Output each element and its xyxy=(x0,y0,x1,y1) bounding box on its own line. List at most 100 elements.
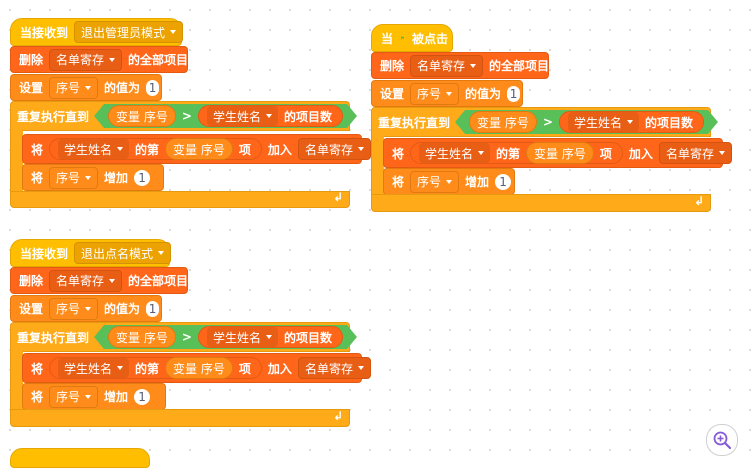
hat-label: 当接收到 xyxy=(20,245,68,262)
change-label: 增加 xyxy=(465,173,489,190)
chevron-down-icon xyxy=(85,307,91,311)
variable-reporter[interactable]: 变量 序号 xyxy=(526,142,594,164)
message-dropdown[interactable]: 退出管理员模式 xyxy=(74,21,183,43)
target-list-dropdown[interactable]: 名单寄存 xyxy=(298,138,371,160)
repeat-until-block[interactable]: 重复执行直到 变量 序号 > 学生姓名 的项目数 xyxy=(371,107,711,137)
set-label: 设置 xyxy=(19,79,43,96)
list-length-reporter[interactable]: 学生姓名 的项目数 xyxy=(559,111,704,133)
item-of-label: 的第 xyxy=(135,141,159,158)
list-dropdown[interactable]: 学生姓名 xyxy=(58,139,129,159)
change-label: 增加 xyxy=(104,388,128,405)
delete-all-block[interactable]: 删除 名单寄存 的全部项目 xyxy=(371,52,549,79)
item-of-label: 的第 xyxy=(135,360,159,377)
list-length-suffix: 的项目数 xyxy=(284,108,332,125)
chevron-down-icon xyxy=(478,151,484,155)
change-label: 增加 xyxy=(104,169,128,186)
variable-dropdown[interactable]: 序号 xyxy=(410,171,459,193)
list-dropdown[interactable]: 学生姓名 xyxy=(419,143,490,163)
add-prefix: 将 xyxy=(392,145,404,162)
repeat-label: 重复执行直到 xyxy=(17,329,89,346)
repeat-label: 重复执行直到 xyxy=(378,114,450,131)
list-length-reporter[interactable]: 学生姓名 的项目数 xyxy=(198,326,343,348)
greater-than-condition[interactable]: 变量 序号 > 学生姓名 的项目数 xyxy=(455,110,718,134)
delete-suffix: 的全部项目 xyxy=(128,272,188,289)
repeat-until-block[interactable]: 重复执行直到 变量 序号 > 学生姓名 的项目数 xyxy=(10,322,350,352)
when-flag-clicked-hat-block[interactable]: 当 被点击 xyxy=(371,24,453,52)
add-prefix: 将 xyxy=(31,360,43,377)
operator-symbol: > xyxy=(182,330,192,344)
chevron-down-icon xyxy=(158,251,164,255)
item-label: 项 xyxy=(600,145,612,162)
variable-reporter[interactable]: 变量 序号 xyxy=(165,138,233,160)
repeat-until-block[interactable]: 重复执行直到 变量 序号 > 学生姓名 的项目数 xyxy=(10,101,350,131)
set-variable-block[interactable]: 设置 序号 的值为 1 xyxy=(10,295,162,322)
variable-reporter[interactable]: 变量 序号 xyxy=(108,105,176,127)
zoom-in-icon xyxy=(712,430,732,450)
delete-label: 删除 xyxy=(19,272,43,289)
variable-dropdown[interactable]: 序号 xyxy=(49,77,98,99)
chevron-down-icon xyxy=(266,335,272,339)
target-list-dropdown[interactable]: 名单寄存 xyxy=(298,357,371,379)
add-item-block[interactable]: 将 学生姓名 的第 变量 序号 项 加入 名单寄存 xyxy=(22,353,362,383)
list-dropdown[interactable]: 名单寄存 xyxy=(49,49,122,71)
set-variable-block[interactable]: 设置 序号 的值为 1 xyxy=(371,80,523,107)
when-receive-hat-block[interactable]: 当接收到 退出点名模式 xyxy=(10,239,170,267)
hat-label: 当接收到 xyxy=(20,24,68,41)
partial-hat-block[interactable] xyxy=(10,448,150,468)
change-variable-block[interactable]: 将 序号 增加 1 xyxy=(22,164,164,191)
change-variable-block[interactable]: 将 序号 增加 1 xyxy=(22,383,166,410)
list-length-reporter[interactable]: 学生姓名 的项目数 xyxy=(198,105,343,127)
item-of-list-reporter[interactable]: 学生姓名 的第 变量 序号 项 xyxy=(49,138,262,160)
chevron-down-icon xyxy=(446,180,452,184)
change-variable-block[interactable]: 将 序号 增加 1 xyxy=(383,168,515,195)
item-of-list-reporter[interactable]: 学生姓名 的第 变量 序号 项 xyxy=(410,142,623,164)
target-list-dropdown[interactable]: 名单寄存 xyxy=(659,142,732,164)
list-dropdown[interactable]: 学生姓名 xyxy=(568,112,639,132)
set-label: 设置 xyxy=(380,85,404,102)
variable-reporter[interactable]: 变量 序号 xyxy=(108,326,176,348)
add-join: 加入 xyxy=(268,360,292,377)
greater-than-condition[interactable]: 变量 序号 > 学生姓名 的项目数 xyxy=(94,325,357,349)
variable-dropdown[interactable]: 序号 xyxy=(49,298,98,320)
when-receive-hat-block[interactable]: 当接收到 退出管理员模式 xyxy=(10,18,182,46)
value-input[interactable]: 1 xyxy=(134,389,150,405)
add-item-block[interactable]: 将 学生姓名 的第 变量 序号 项 加入 名单寄存 xyxy=(383,138,723,168)
list-dropdown[interactable]: 名单寄存 xyxy=(49,270,122,292)
value-input[interactable]: 1 xyxy=(146,301,159,317)
variable-dropdown[interactable]: 序号 xyxy=(49,167,98,189)
list-dropdown[interactable]: 学生姓名 xyxy=(207,327,278,347)
delete-all-block[interactable]: 删除 名单寄存 的全部项目 xyxy=(10,267,188,294)
chevron-down-icon xyxy=(266,114,272,118)
message-dropdown[interactable]: 退出点名模式 xyxy=(74,242,171,264)
variable-dropdown[interactable]: 序号 xyxy=(49,386,98,408)
list-dropdown[interactable]: 名单寄存 xyxy=(410,55,483,77)
chevron-down-icon xyxy=(446,92,452,96)
chevron-down-icon xyxy=(85,395,91,399)
value-input[interactable]: 1 xyxy=(134,170,150,186)
zoom-in-button[interactable] xyxy=(706,424,738,456)
set-variable-block[interactable]: 设置 序号 的值为 1 xyxy=(10,74,162,101)
loop-arrow-icon: ↲ xyxy=(333,190,343,204)
variable-dropdown[interactable]: 序号 xyxy=(410,83,459,105)
variable-reporter[interactable]: 变量 序号 xyxy=(469,111,537,133)
value-input[interactable]: 1 xyxy=(507,86,520,102)
list-dropdown[interactable]: 学生姓名 xyxy=(207,106,278,126)
value-input[interactable]: 1 xyxy=(146,80,159,96)
add-join: 加入 xyxy=(268,141,292,158)
operator-symbol: > xyxy=(543,115,553,129)
chevron-down-icon xyxy=(719,151,725,155)
variable-reporter[interactable]: 变量 序号 xyxy=(165,357,233,379)
list-dropdown[interactable]: 学生姓名 xyxy=(58,358,129,378)
repeat-foot: ↲ xyxy=(10,409,350,427)
add-item-block[interactable]: 将 学生姓名 的第 变量 序号 项 加入 名单寄存 xyxy=(22,134,362,164)
loop-arrow-icon: ↲ xyxy=(333,409,343,423)
operator-symbol: > xyxy=(182,109,192,123)
delete-label: 删除 xyxy=(380,57,404,74)
set-suffix: 的值为 xyxy=(465,85,501,102)
greater-than-condition[interactable]: 变量 序号 > 学生姓名 的项目数 xyxy=(94,104,357,128)
add-join: 加入 xyxy=(629,145,653,162)
item-of-list-reporter[interactable]: 学生姓名 的第 变量 序号 项 xyxy=(49,357,262,379)
chevron-down-icon xyxy=(109,58,115,62)
value-input[interactable]: 1 xyxy=(495,174,511,190)
delete-all-block[interactable]: 删除 名单寄存 的全部项目 xyxy=(10,46,188,73)
